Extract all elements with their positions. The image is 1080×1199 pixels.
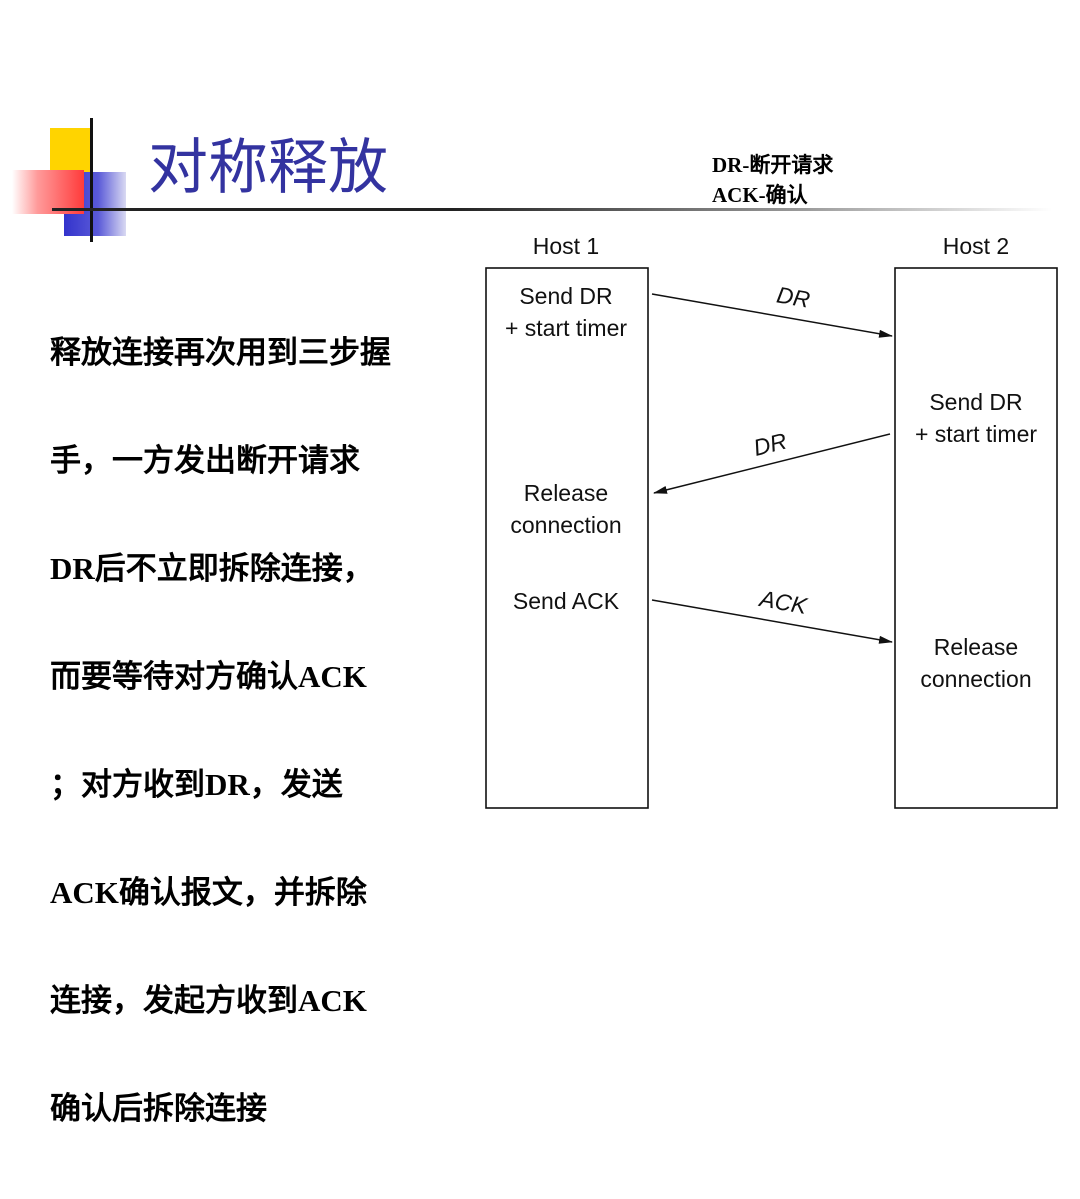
host2-box [894, 267, 1058, 809]
host1-send-ack-text: Send ACK [513, 588, 620, 614]
title-underline [52, 208, 1052, 211]
dr-message-label-2: DR [751, 428, 790, 461]
body-line: 手，一方发出断开请求 [50, 443, 360, 478]
body-line: ；对方收到DR，发送 [50, 767, 343, 802]
release-sequence-diagram: Host 1 Host 2 Send DR + start timer Rele… [485, 233, 1058, 809]
body-line: 而要等待对方确认ACK [50, 659, 367, 694]
dr-arrow-host2-to-host1 [653, 433, 891, 494]
title-decoration-vertical-line [90, 118, 93, 242]
title-decoration-yellow-block [50, 128, 92, 174]
body-line: DR后不立即拆除连接， [50, 551, 374, 586]
host2-release-text: Release [934, 634, 1018, 660]
body-line: ACK确认报文，并拆除 [50, 875, 367, 910]
ack-message-label: ACK [756, 585, 811, 619]
host2-connection-text: connection [920, 666, 1031, 692]
legend-ack: ACK-确认 [712, 183, 808, 207]
legend: DR-断开请求 ACK-确认 [712, 150, 833, 210]
host1-send-dr-text: Send DR [519, 283, 612, 309]
host1-box [485, 267, 649, 809]
body-line: 连接，发起方收到ACK [50, 983, 367, 1018]
body-line: 确认后拆除连接 [50, 1091, 267, 1126]
host1-connection-text: connection [510, 512, 621, 538]
ack-arrow-host1-to-host2 [651, 599, 893, 644]
title-decoration-red-block [12, 170, 84, 214]
host2-label: Host 2 [943, 233, 1009, 259]
dr-arrow-host1-to-host2 [651, 293, 893, 338]
host2-start-timer-text: + start timer [915, 421, 1037, 447]
slide: 对称释放 DR-断开请求 ACK-确认 释放连接再次用到三步握 手，一方发出断开… [12, 118, 1058, 1126]
body-line: 释放连接再次用到三步握 [50, 335, 391, 370]
host1-release-text: Release [524, 480, 608, 506]
dr-message-label-1: DR [775, 281, 812, 312]
slide-title: 对称释放 [148, 133, 388, 203]
host2-send-dr-text: Send DR [929, 389, 1022, 415]
legend-dr: DR-断开请求 [712, 153, 834, 177]
host1-label: Host 1 [533, 233, 599, 259]
host1-start-timer-text: + start timer [505, 315, 627, 341]
